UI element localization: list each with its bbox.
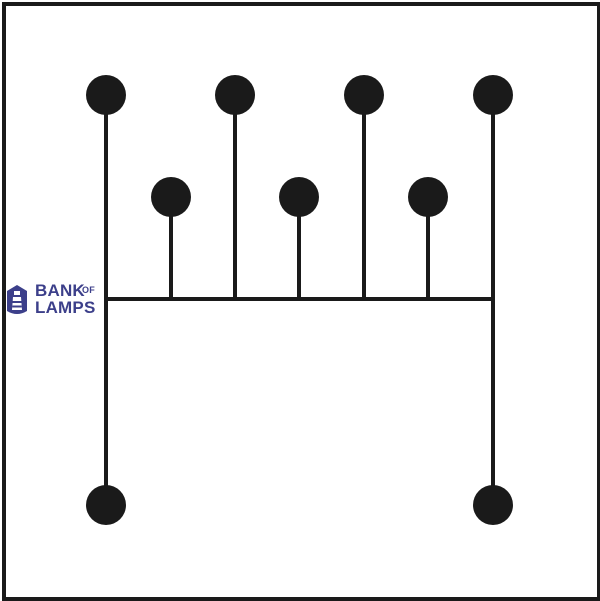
- lighthouse-icon: [4, 283, 30, 317]
- node-mid-3: [408, 177, 448, 217]
- logo-text-lamps: LAMPS: [35, 298, 96, 317]
- node-mid-2: [279, 177, 319, 217]
- node-bottom-left: [86, 485, 126, 525]
- node-top-3: [344, 75, 384, 115]
- node-top-2: [215, 75, 255, 115]
- node-mid-1: [151, 177, 191, 217]
- node-top-1: [86, 75, 126, 115]
- logo-text-of: OF: [82, 285, 95, 295]
- node-top-4: [473, 75, 513, 115]
- node-bottom-right: [473, 485, 513, 525]
- bank-of-lamps-logo: BANK OF LAMPS: [4, 281, 104, 319]
